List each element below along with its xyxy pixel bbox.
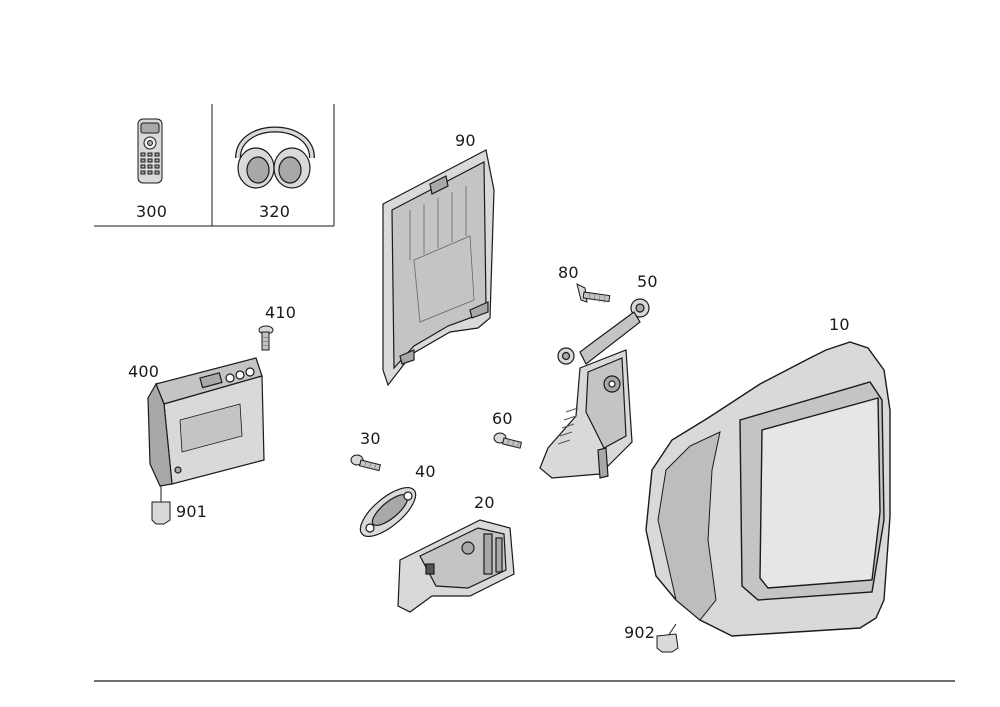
inset-frame (94, 104, 335, 227)
remote-control-part (137, 118, 163, 184)
dvd-unit-part (147, 357, 265, 487)
callout-400: 400 (128, 362, 160, 381)
headphones-part (235, 126, 315, 189)
callout-300: 300 (136, 202, 168, 221)
callout-80: 80 (558, 263, 579, 282)
callout-10: 10 (829, 315, 850, 334)
callout-20: 20 (474, 493, 495, 512)
connector-901-part (151, 486, 171, 525)
callout-902: 902 (624, 623, 656, 642)
mounting-bracket-part (539, 298, 650, 479)
callout-90: 90 (455, 131, 476, 150)
callout-410: 410 (265, 303, 297, 322)
screw-80-part (576, 283, 611, 304)
lever-cover-part (359, 487, 417, 537)
release-mechanism-part (397, 519, 515, 613)
callout-50: 50 (637, 272, 658, 291)
rear-cover-part (382, 149, 495, 387)
callout-60: 60 (492, 409, 513, 428)
callout-30: 30 (360, 429, 381, 448)
callout-320: 320 (259, 202, 291, 221)
headrest-monitor-part (645, 341, 891, 637)
screw-60-part (493, 432, 523, 449)
connector-902-part (656, 623, 679, 653)
callout-901: 901 (176, 502, 208, 521)
screw-410-part (258, 325, 274, 351)
callout-40: 40 (415, 462, 436, 481)
screw-30-part (350, 454, 382, 472)
